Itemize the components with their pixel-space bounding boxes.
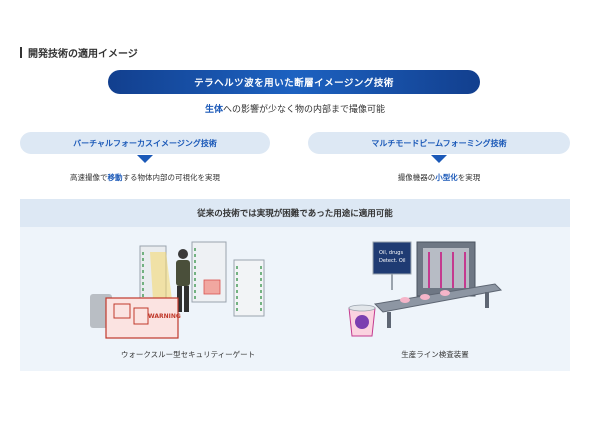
person-body [176, 260, 190, 286]
bag-item [203, 279, 221, 295]
detection-box-2 [133, 307, 149, 325]
left-desc-pre: 高速撮像で [70, 173, 108, 182]
left-desc-post: する物体内部の可視化を実現 [122, 173, 221, 182]
panel-title: 従来の技術では実現が困難であった用途に適用可能 [20, 199, 570, 227]
product-cup-2 [420, 294, 430, 300]
warning-monitor [105, 297, 179, 339]
detection-box-1 [113, 303, 131, 319]
right-arrow-down-icon [431, 155, 447, 163]
security-gate-illustration: WARNING [90, 241, 265, 339]
gate-panel-right [233, 259, 265, 317]
security-gate-caption: ウォークスルー型セキュリティーゲート [120, 350, 256, 359]
subtitle-text: への影響が少なく物の内部まで撮像可能 [223, 105, 386, 115]
right-description: 撮像機器の小型化を実現 [308, 172, 570, 183]
technology-banner: テラヘルツ波を用いた断層イメージング技術 [108, 70, 480, 94]
section-title: 開発技術の適用イメージ [20, 45, 138, 60]
right-desc-pre: 撮像機器の [397, 173, 436, 182]
application-panel [20, 199, 570, 371]
section-title-text: 開発技術の適用イメージ [28, 49, 138, 60]
right-technology-pill: マルチモードビームフォーミング技術 [308, 132, 570, 154]
production-line-caption: 生産ライン検査装置 [401, 350, 469, 359]
person-head [178, 249, 188, 259]
person-leg-right [184, 286, 189, 312]
product-cup-3 [440, 290, 450, 296]
person-leg-left [177, 286, 182, 312]
left-arrow-down-icon [137, 155, 153, 163]
title-bar-marker [20, 47, 22, 58]
inspection-monitor [372, 241, 412, 275]
right-desc-post: を実現 [457, 173, 481, 182]
monitor-text-line-2: Detect. Oil [379, 258, 406, 264]
left-technology-pill: バーチャルフォーカスイメージング技術 [20, 132, 270, 154]
subtitle: 生体への影響が少なく物の内部まで撮像可能 [0, 102, 590, 115]
conveyor-belt [373, 283, 503, 313]
subtitle-highlight: 生体 [204, 105, 223, 115]
cup-label-graphic [355, 315, 369, 329]
product-cup-1 [400, 297, 410, 303]
warning-label: WARNING [148, 313, 181, 320]
monitor-text-line-1: Oil, drugs [379, 250, 403, 256]
left-desc-highlight: 移動 [107, 173, 123, 182]
machine-window [423, 248, 469, 288]
right-desc-highlight: 小型化 [435, 173, 458, 182]
cup-lid [348, 304, 376, 312]
left-description: 高速撮像で移動する物体内部の可視化を実現 [20, 172, 270, 183]
conveyor-leg-1 [387, 312, 391, 328]
conveyor-leg-2 [485, 292, 489, 308]
production-line-illustration: Oil, drugs Detect. Oil [348, 241, 503, 337]
